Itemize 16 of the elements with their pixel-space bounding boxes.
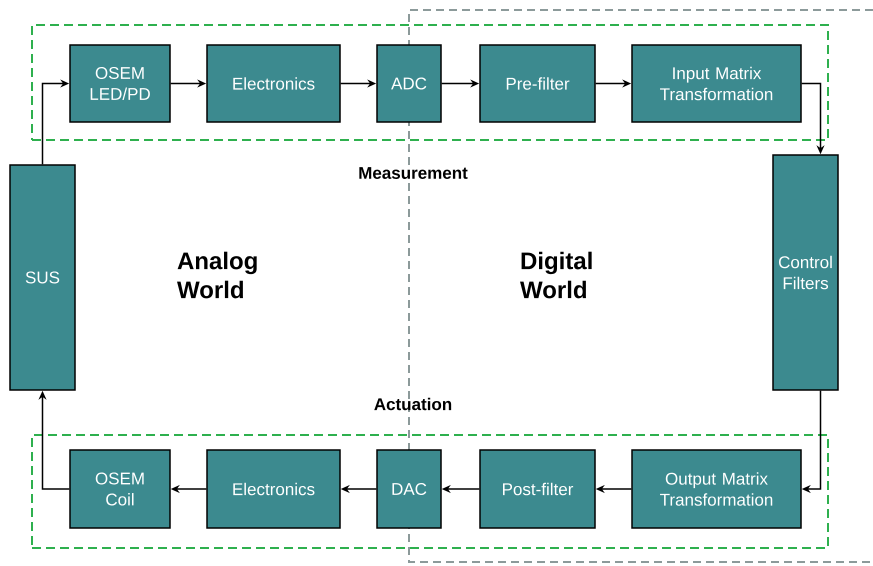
process-box: Electronics: [206, 44, 341, 123]
node-label: Actuation: [374, 398, 452, 410]
process-box: Electronics: [206, 449, 341, 529]
process-box: DAC: [376, 449, 442, 529]
process-box: OSEM LED/PD: [69, 44, 171, 123]
process-box: SUS: [9, 164, 76, 391]
process-box: Output Matrix Transformation: [631, 449, 802, 529]
node-label: Measurement: [359, 167, 468, 179]
process-box: Post-filter: [479, 449, 596, 529]
region-label: Digital World: [520, 252, 592, 298]
region-label: Analog World: [177, 252, 257, 298]
process-box: Pre-filter: [479, 44, 596, 123]
process-box: Control Filters: [772, 154, 839, 391]
process-box: OSEM Coil: [69, 449, 171, 529]
process-box: Input Matrix Transformation: [631, 44, 802, 123]
process-box: ADC: [376, 44, 442, 123]
